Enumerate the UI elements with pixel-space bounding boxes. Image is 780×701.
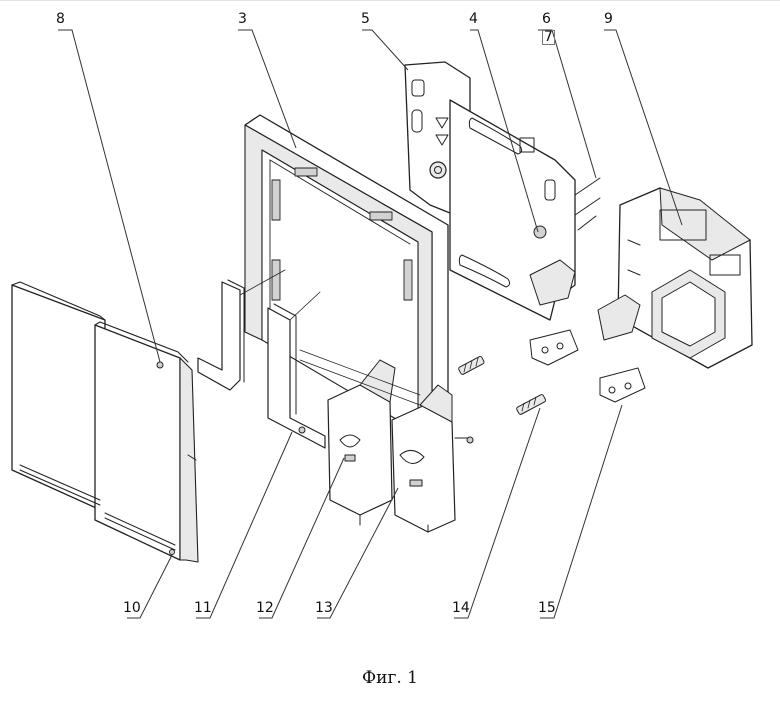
label-8: 8	[56, 12, 65, 26]
label-10: 10	[123, 601, 141, 615]
label-5: 5	[361, 12, 370, 26]
label-15: 15	[538, 601, 556, 615]
label-6: 6	[542, 12, 551, 26]
label-12: 12	[256, 601, 274, 615]
frame-module	[598, 188, 752, 402]
label-11: 11	[194, 601, 212, 615]
rocker-key-plate	[12, 282, 198, 562]
label-3: 3	[238, 12, 247, 26]
label-13: 13	[315, 601, 333, 615]
figure-caption: Фиг. 1	[0, 668, 780, 688]
label-9: 9	[604, 12, 613, 26]
label-4: 4	[469, 12, 478, 26]
label-14: 14	[452, 601, 470, 615]
screws	[458, 356, 546, 415]
label-7: 7	[542, 30, 555, 45]
